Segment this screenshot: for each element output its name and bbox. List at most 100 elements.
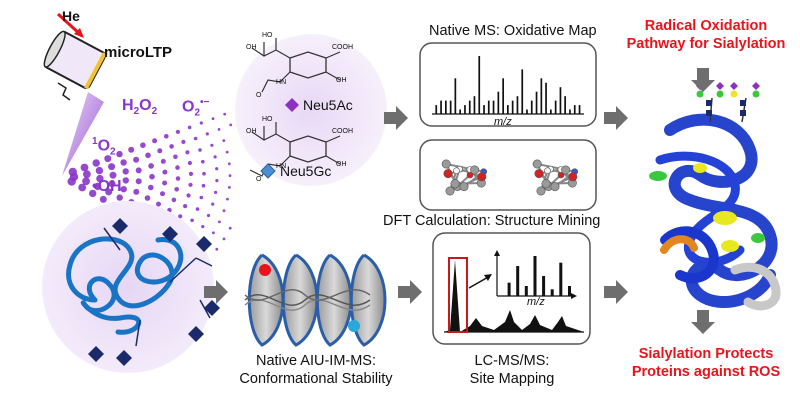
spectrum-peak xyxy=(502,78,504,114)
ros-particle xyxy=(175,129,180,134)
atom xyxy=(477,172,487,182)
ros-particle xyxy=(226,197,229,201)
ros-particle xyxy=(227,162,231,166)
spectrum-peak xyxy=(497,91,500,114)
ros-particle xyxy=(133,188,140,195)
spectrum-peak xyxy=(554,100,557,114)
spectrum-peak xyxy=(516,266,520,296)
ros-particle xyxy=(128,146,135,153)
spectrum-peak xyxy=(569,109,571,114)
ros-particle xyxy=(201,159,205,164)
atom xyxy=(561,165,571,175)
ros-particle xyxy=(162,169,168,175)
glycan-node xyxy=(196,236,212,252)
ros-particle xyxy=(186,193,191,198)
spectrum-peak xyxy=(435,105,438,114)
arrow-down xyxy=(691,310,715,334)
o-label-1: O xyxy=(256,92,262,99)
ros-particle xyxy=(228,174,232,178)
lcms-frame xyxy=(432,232,591,345)
red-ion-dot xyxy=(259,264,271,276)
lcms-title: LC-MS/MS:Site Mapping xyxy=(469,353,555,387)
ros-particle xyxy=(133,156,140,163)
native-ms-spectrum xyxy=(435,56,581,114)
ros-particle xyxy=(120,159,127,166)
singlet-oxygen-label: 1O2 xyxy=(92,136,116,158)
h2o2-label: H2O2 xyxy=(122,97,158,118)
ros-particle xyxy=(116,150,123,158)
spectrum-peak xyxy=(492,100,495,114)
ros-particle xyxy=(228,226,232,230)
ros-particle xyxy=(157,148,163,154)
ros-particle xyxy=(214,190,218,194)
atom xyxy=(453,167,460,174)
spectrum-peak xyxy=(464,105,466,114)
atom xyxy=(550,182,560,192)
microltp-device xyxy=(43,12,107,176)
ros-particle xyxy=(162,180,168,186)
spectrum-peak xyxy=(568,286,571,296)
ros-particle xyxy=(222,237,226,241)
ros-particle xyxy=(99,195,107,203)
he-label: He xyxy=(62,8,80,24)
spectrum-peak xyxy=(524,286,528,296)
plasma-tip xyxy=(62,92,104,176)
native-ms-frame xyxy=(419,42,597,127)
spectrum-peak xyxy=(521,69,524,114)
ros-particle xyxy=(152,138,158,144)
protein-halo xyxy=(42,201,214,373)
cooh-label-2: COOH xyxy=(332,128,353,135)
atom xyxy=(544,167,551,174)
ros-particle xyxy=(120,186,127,193)
atom xyxy=(568,172,578,182)
ros-particle xyxy=(222,209,226,213)
spectrum-peak xyxy=(511,100,514,114)
electrode-wire xyxy=(57,82,71,101)
cooh-label-1: COOH xyxy=(332,44,353,51)
ros-particle xyxy=(217,127,221,131)
hydroxyl-label: •OH xyxy=(92,178,122,195)
arrow-down xyxy=(691,68,715,92)
ros-particle xyxy=(195,207,200,211)
glycan-node xyxy=(162,226,178,242)
arrow-right xyxy=(604,280,628,304)
cyan-ion-dot xyxy=(348,320,360,332)
ros-particle xyxy=(222,139,226,143)
spectrum-peak xyxy=(533,256,537,296)
ros-particle xyxy=(122,177,129,184)
ros-particle xyxy=(229,123,233,127)
glycan-node xyxy=(188,326,204,342)
atom xyxy=(536,186,546,196)
ros-particle xyxy=(122,168,129,175)
spectrum-peak xyxy=(564,96,566,114)
superoxide-label: O2•− xyxy=(182,97,210,119)
atom xyxy=(541,179,551,189)
ho-label-1: HO xyxy=(262,32,273,39)
atom xyxy=(445,186,455,196)
lcms-inset-xlabel: m/z xyxy=(527,296,545,308)
ros-particle xyxy=(188,182,193,187)
ros-particle xyxy=(108,180,116,188)
msms-spectrum xyxy=(507,256,571,296)
spectrum-peak xyxy=(473,96,476,114)
ros-particle xyxy=(187,125,192,130)
arrow-right xyxy=(384,106,408,130)
aiu-im-ms-arcs xyxy=(244,253,387,347)
atom xyxy=(443,169,453,179)
flow-arrows xyxy=(204,68,715,334)
atom xyxy=(534,169,544,179)
spectrum-peak xyxy=(459,109,461,114)
ros-particle xyxy=(210,143,214,147)
ros-particle xyxy=(187,160,192,166)
spectrum-peak xyxy=(542,276,546,296)
ho-label-2: HO xyxy=(262,116,273,123)
ros-particle xyxy=(215,247,219,251)
ros-particle xyxy=(160,158,166,164)
ros-particle xyxy=(80,163,89,172)
ros-particle xyxy=(173,154,178,160)
ros-particle xyxy=(218,220,221,224)
ros-particle xyxy=(228,186,231,189)
neu5gc-label: Neu5Gc xyxy=(280,163,332,179)
ros-particle xyxy=(135,167,142,174)
